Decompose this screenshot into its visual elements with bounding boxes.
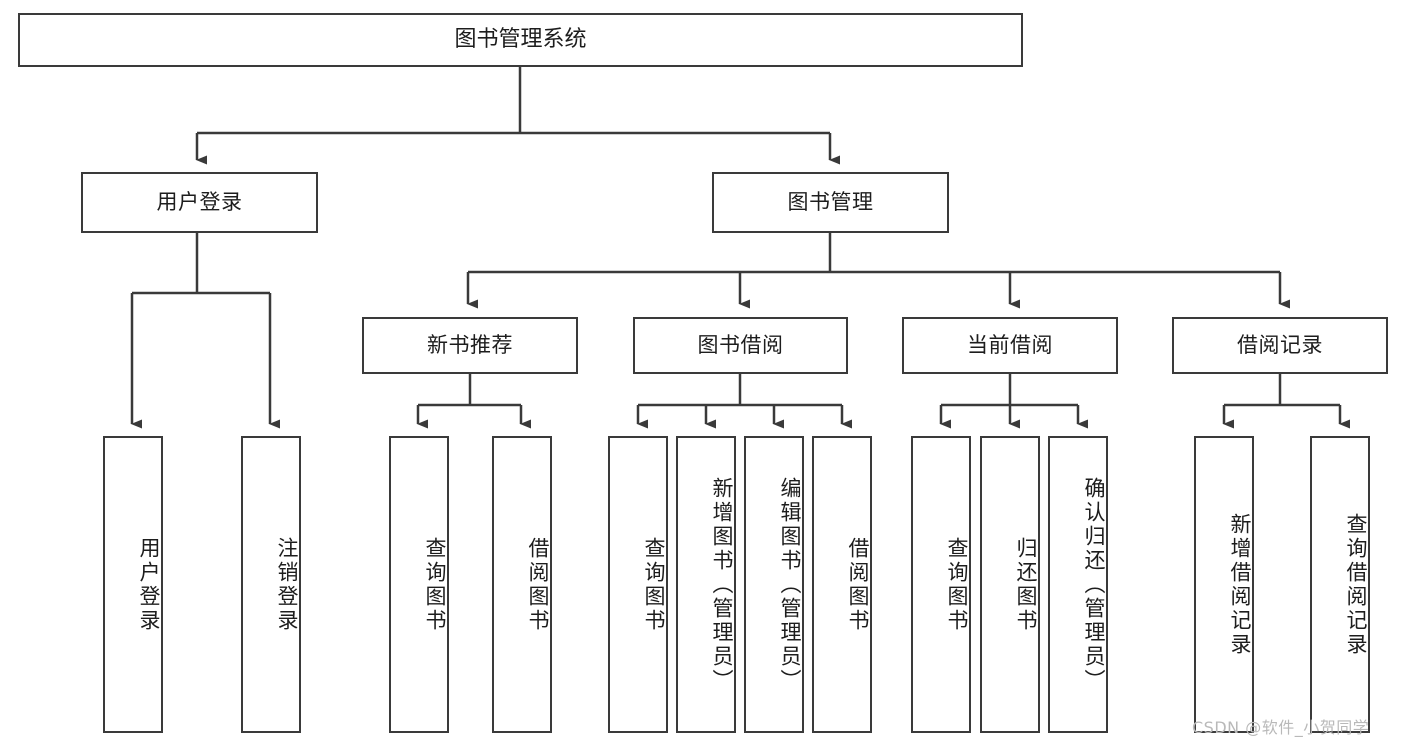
leaf-label: 归还图书 (1014, 536, 1038, 633)
leaf-label: 新增借阅记录 (1228, 512, 1252, 657)
leaf-user-login-logout[interactable]: 注销登录 (241, 436, 301, 733)
leaf-label: 用户登录 (137, 536, 161, 633)
edge-group-current-borrow (939, 374, 1088, 429)
leaf-book-borrow-borrow-book[interactable]: 借阅图书 (812, 436, 872, 733)
leaf-borrow-record-add-record[interactable]: 新增借阅记录 (1194, 436, 1254, 733)
edge-group-new-book (416, 374, 531, 429)
node-current-borrow[interactable]: 当前借阅 (902, 317, 1118, 374)
leaf-label: 借阅图书 (846, 536, 870, 633)
leaf-new-book-borrow-book[interactable]: 借阅图书 (492, 436, 552, 733)
node-label: 图书管理系统 (454, 27, 587, 53)
leaf-label: 新增图书（管理员） (710, 476, 734, 693)
node-borrow-record[interactable]: 借阅记录 (1172, 317, 1388, 374)
leaf-borrow-record-query-record[interactable]: 查询借阅记录 (1310, 436, 1370, 733)
node-label: 图书管理 (787, 190, 874, 215)
node-label: 图书借阅 (697, 333, 784, 358)
leaf-label: 查询借阅记录 (1344, 512, 1368, 657)
leaf-label: 查询图书 (642, 536, 666, 633)
node-label: 借阅记录 (1237, 333, 1323, 358)
edge-group-borrow-record (1222, 374, 1350, 429)
leaf-label: 查询图书 (945, 536, 969, 633)
node-label: 当前借阅 (967, 333, 1053, 358)
leaf-label: 确认归还（管理员） (1082, 476, 1106, 693)
node-label: 新书推荐 (427, 333, 513, 358)
edge-group-book-mgmt (466, 233, 1290, 309)
leaf-user-login-login[interactable]: 用户登录 (103, 436, 163, 733)
leaf-book-borrow-query-book[interactable]: 查询图书 (608, 436, 668, 733)
node-user-login[interactable]: 用户登录 (81, 172, 318, 233)
leaf-current-borrow-query-book[interactable]: 查询图书 (911, 436, 971, 733)
node-new-book-recommend[interactable]: 新书推荐 (362, 317, 578, 374)
leaf-new-book-query-book[interactable]: 查询图书 (389, 436, 449, 733)
edge-group-user-login (130, 233, 280, 429)
leaf-book-borrow-edit-book-admin[interactable]: 编辑图书（管理员） (744, 436, 804, 733)
node-book-management[interactable]: 图书管理 (712, 172, 949, 233)
edge-group-book-borrow (636, 374, 852, 429)
leaf-label: 注销登录 (275, 536, 299, 633)
edge-group-root (195, 67, 840, 165)
leaf-current-borrow-confirm-return-admin[interactable]: 确认归还（管理员） (1048, 436, 1108, 733)
node-root-book-management-system[interactable]: 图书管理系统 (18, 13, 1023, 67)
leaf-label: 编辑图书（管理员） (778, 476, 802, 693)
node-book-borrow[interactable]: 图书借阅 (633, 317, 848, 374)
node-label: 用户登录 (156, 190, 243, 215)
leaf-book-borrow-add-book-admin[interactable]: 新增图书（管理员） (676, 436, 736, 733)
leaf-label: 借阅图书 (526, 536, 550, 633)
leaf-current-borrow-return-book[interactable]: 归还图书 (980, 436, 1040, 733)
csdn-watermark: CSDN @软件_小贺同学 (1192, 718, 1370, 737)
leaf-label: 查询图书 (423, 536, 447, 633)
